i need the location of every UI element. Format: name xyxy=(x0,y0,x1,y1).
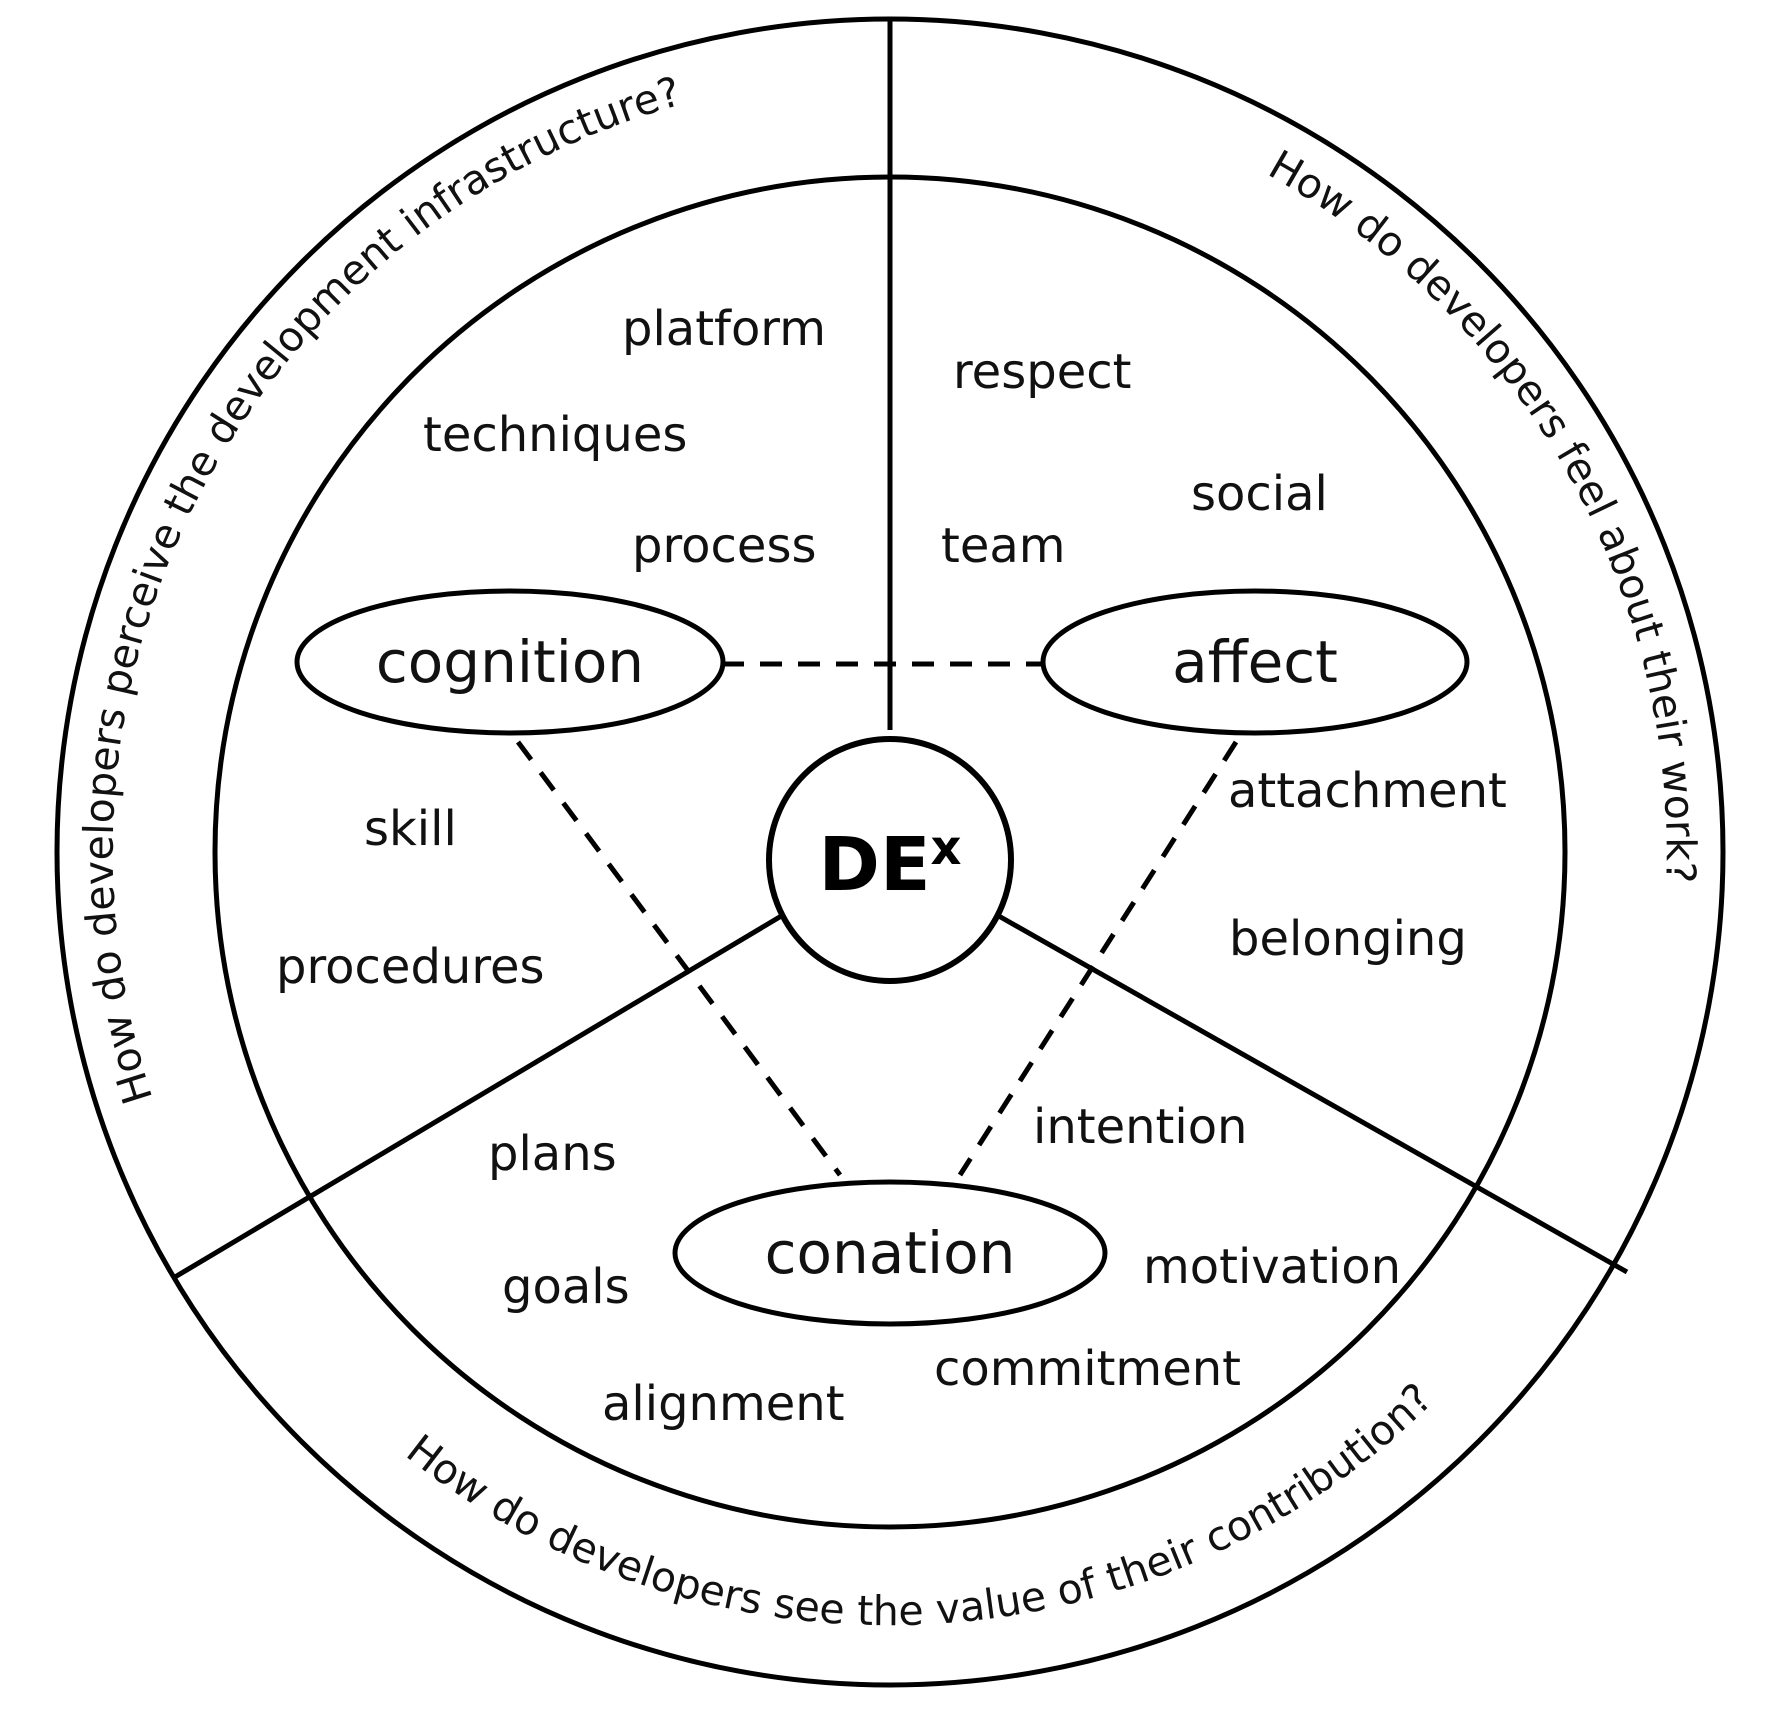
term-goals: goals xyxy=(502,1259,630,1315)
cognition-label: cognition xyxy=(376,628,644,696)
dex-hub-superscript: x xyxy=(931,820,962,876)
cognition-oval xyxy=(294,588,726,736)
term-belonging: belonging xyxy=(1229,911,1467,967)
term-respect: respect xyxy=(953,344,1131,400)
conation-oval xyxy=(672,1179,1108,1327)
dex-hub xyxy=(766,736,1014,984)
divider-right xyxy=(995,912,1629,1275)
term-intention: intention xyxy=(1033,1099,1247,1155)
term-skill: skill xyxy=(364,801,457,857)
term-team: team xyxy=(941,518,1066,574)
conation-question: How do developers see the value of their… xyxy=(398,1374,1442,1636)
term-platform: platform xyxy=(622,301,826,357)
term-techniques: techniques xyxy=(423,407,687,463)
term-commitment: commitment xyxy=(934,1341,1241,1397)
dex-hub-base: DE xyxy=(819,822,931,908)
term-motivation: motivation xyxy=(1143,1239,1401,1295)
term-plans: plans xyxy=(488,1126,617,1182)
term-procedures: procedures xyxy=(276,939,545,995)
affect-oval xyxy=(1040,588,1470,736)
divider-left xyxy=(173,912,785,1280)
connector-cognition-conation xyxy=(515,740,843,1177)
connector-affect-conation xyxy=(957,740,1239,1177)
affect-label: affect xyxy=(1172,628,1338,696)
term-process: process xyxy=(632,518,816,574)
dex-hub-label: DEx xyxy=(819,820,962,908)
conation-label: conation xyxy=(765,1219,1016,1287)
term-social: social xyxy=(1191,466,1328,522)
term-attachment: attachment xyxy=(1228,763,1507,819)
term-alignment: alignment xyxy=(602,1376,845,1432)
